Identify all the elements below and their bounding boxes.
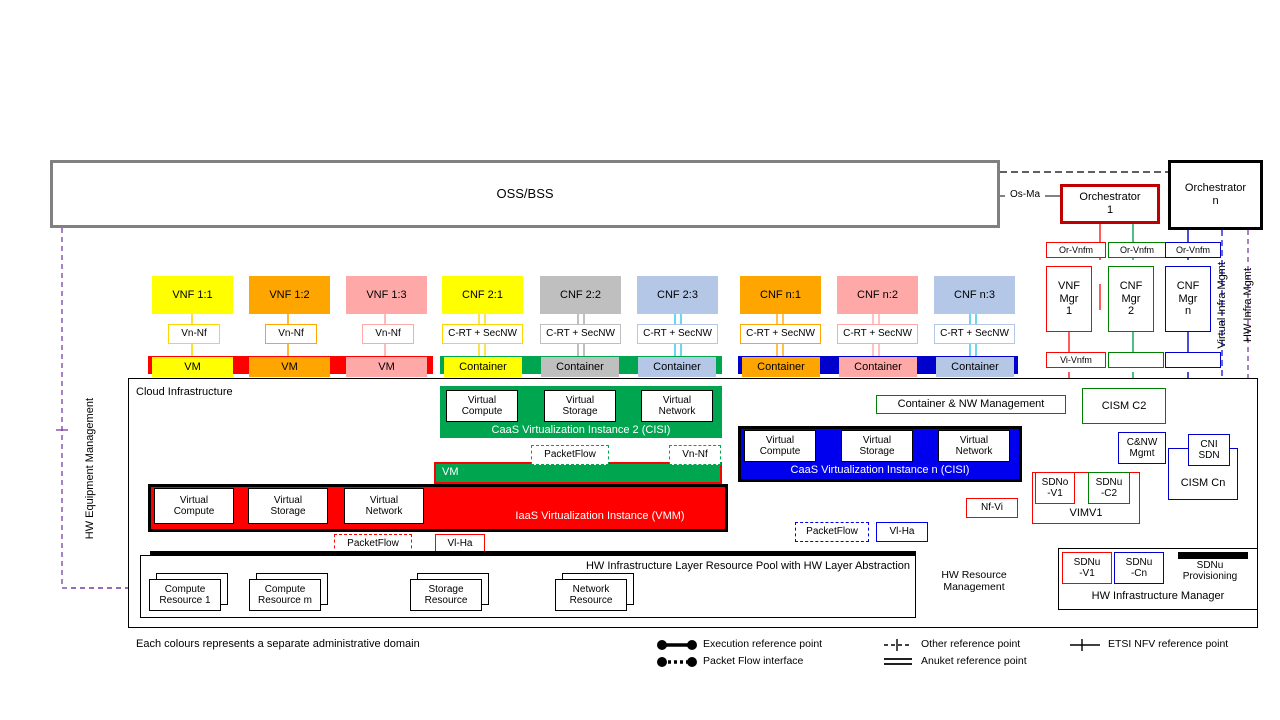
legend-other-label: Other reference point	[921, 638, 1021, 650]
iaas-virtual-storage[interactable]: Virtual Storage	[248, 488, 328, 524]
os-ma-reference-point: Os-Ma	[1005, 188, 1045, 202]
cisin-virtual-network[interactable]: Virtual Network	[938, 430, 1010, 462]
vn-nf-iface-1[interactable]: Vn-Nf	[168, 324, 220, 344]
cnf-mgr-2-box[interactable]: CNF Mgr 2	[1108, 266, 1154, 332]
c-rt-secnw-iface-2-3[interactable]: C-RT + SecNW	[637, 324, 718, 344]
iaas-block[interactable]	[148, 484, 728, 532]
network-resource[interactable]: Network Resource	[555, 579, 627, 611]
vm-box-1[interactable]: VM	[152, 357, 233, 377]
sdnu-provisioning-bus	[1178, 552, 1248, 559]
cisi2-virtual-network[interactable]: Virtual Network	[641, 390, 713, 422]
c-rt-secnw-iface-2-2[interactable]: C-RT + SecNW	[540, 324, 621, 344]
sdnu-provisioning-box[interactable]: SDNu Provisioning	[1182, 559, 1238, 583]
vi-vnfm-reference-point[interactable]: Vi-Vnfm	[1046, 352, 1106, 368]
cisi2-virtual-compute[interactable]: Virtual Compute	[446, 390, 518, 422]
cisin-virtual-compute[interactable]: Virtual Compute	[744, 430, 816, 462]
oss-bss-label: OSS/BSS	[496, 185, 554, 201]
or-vnfm-cnfn[interactable]: Or-Vnfm	[1165, 242, 1221, 258]
cisin-packetflow-label[interactable]: PacketFlow	[795, 522, 869, 542]
cisi2-virtual-storage[interactable]: Virtual Storage	[544, 390, 616, 422]
orchestrator-n-box[interactable]: Orchestrator n	[1168, 160, 1263, 230]
vm-box-2[interactable]: VM	[249, 357, 330, 377]
compute-resource-m[interactable]: Compute Resource m	[249, 579, 321, 611]
vnf-1-1-box[interactable]: VNF 1:1	[152, 276, 233, 314]
vimv1-label: VIMV1	[1069, 506, 1103, 519]
footnote-text: Each colours represents a separate admin…	[136, 638, 420, 650]
or-vnfm-blank-green[interactable]	[1108, 352, 1164, 368]
container-box-2-3[interactable]: Container	[638, 357, 716, 377]
legend-etsi-label: ETSI NFV reference point	[1108, 638, 1229, 650]
storage-resource[interactable]: Storage Resource	[410, 579, 482, 611]
vnf-mgr-1-box[interactable]: VNF Mgr 1	[1046, 266, 1092, 332]
compute-resource-1[interactable]: Compute Resource 1	[149, 579, 221, 611]
virtual-infra-mgmt-label: Virtual Infra Mgmt	[1216, 262, 1228, 349]
c-rt-secnw-iface-n-2[interactable]: C-RT + SecNW	[837, 324, 918, 344]
cisin-vl-ha-label[interactable]: Vl-Ha	[876, 522, 928, 542]
cisin-virtual-storage[interactable]: Virtual Storage	[841, 430, 913, 462]
container-box-n-1[interactable]: Container	[742, 357, 820, 377]
cnf-n-1-box[interactable]: CNF n:1	[740, 276, 821, 314]
cisi2-vn-nf-label[interactable]: Vn-Nf	[669, 445, 721, 465]
hw-infrastructure-manager-label: HW Infrastructure Manager	[1091, 589, 1225, 602]
cnf-n-3-box[interactable]: CNF n:3	[934, 276, 1015, 314]
cnf-2-2-box[interactable]: CNF 2:2	[540, 276, 621, 314]
nf-vi-reference-point[interactable]: Nf-Vi	[966, 498, 1018, 518]
sdnu-c2-box[interactable]: SDNu -C2	[1088, 472, 1130, 504]
hw-resource-management-label: HW Resource Management	[941, 568, 1007, 593]
cloud-infrastructure-label: Cloud Infrastructure	[136, 385, 233, 398]
container-box-2-2[interactable]: Container	[541, 357, 619, 377]
c-rt-secnw-iface-n-3[interactable]: C-RT + SecNW	[934, 324, 1015, 344]
container-nw-management-box[interactable]: Container & NW Management	[876, 395, 1066, 414]
c-rt-secnw-iface-2-1[interactable]: C-RT + SecNW	[442, 324, 523, 344]
legend-anuket-label: Anuket reference point	[921, 655, 1027, 667]
cisin-title: CaaS Virtualization Instance n (CISI)	[790, 463, 970, 476]
sdno-v1-box[interactable]: SDNo -V1	[1035, 472, 1075, 504]
iaas-virtual-network[interactable]: Virtual Network	[344, 488, 424, 524]
container-box-n-2[interactable]: Container	[839, 357, 917, 377]
vm-box-3[interactable]: VM	[346, 357, 427, 377]
cism-c2-box[interactable]: CISM C2	[1082, 388, 1166, 424]
iaas-virtual-compute[interactable]: Virtual Compute	[154, 488, 234, 524]
or-vnfm-cnf2[interactable]: Or-Vnfm	[1108, 242, 1166, 258]
cism-cn-label: CISM Cn	[1180, 476, 1226, 489]
hw-infra-mgmt-label: HW Infra Mgmt	[1242, 268, 1254, 342]
cisi2-title: CaaS Virtualization Instance 2 (CISI)	[491, 423, 671, 436]
cnf-n-2-box[interactable]: CNF n:2	[837, 276, 918, 314]
cnw-mgmt-box[interactable]: C&NW Mgmt	[1118, 432, 1166, 464]
or-vnfm-blank-blue[interactable]	[1165, 352, 1221, 368]
sdnu-cn-box[interactable]: SDNu -Cn	[1114, 552, 1164, 584]
legend-execution-label: Execution reference point	[703, 638, 823, 650]
cni-sdn-box[interactable]: CNI SDN	[1188, 434, 1230, 466]
vn-nf-iface-3[interactable]: Vn-Nf	[362, 324, 414, 344]
orchestrator-1-box[interactable]: Orchestrator 1	[1060, 184, 1160, 224]
vnf-1-3-box[interactable]: VNF 1:3	[346, 276, 427, 314]
cnf-2-1-box[interactable]: CNF 2:1	[442, 276, 523, 314]
vn-nf-iface-2[interactable]: Vn-Nf	[265, 324, 317, 344]
vnf-1-2-box[interactable]: VNF 1:2	[249, 276, 330, 314]
legend-packetflow-label: Packet Flow interface	[703, 655, 804, 667]
container-box-2-1[interactable]: Container	[444, 357, 522, 377]
iaas-title: IaaS Virtualization Instance (VMM)	[515, 509, 685, 522]
c-rt-secnw-iface-n-1[interactable]: C-RT + SecNW	[740, 324, 821, 344]
sdnu-v1-box[interactable]: SDNu -V1	[1062, 552, 1112, 584]
cisi2-packetflow-label[interactable]: PacketFlow	[531, 445, 609, 465]
cnf-mgr-n-box[interactable]: CNF Mgr n	[1165, 266, 1211, 332]
cisi2-vm-label: VM	[442, 466, 459, 478]
container-box-n-3[interactable]: Container	[936, 357, 1014, 377]
or-vnfm-vnf[interactable]: Or-Vnfm	[1046, 242, 1106, 258]
hw-equipment-management-label: HW Equipment Management	[84, 398, 96, 540]
hw-pool-title: HW Infrastructure Layer Resource Pool wi…	[585, 560, 910, 572]
oss-bss-block[interactable]: OSS/BSS	[50, 160, 1000, 228]
cnf-2-3-box[interactable]: CNF 2:3	[637, 276, 718, 314]
